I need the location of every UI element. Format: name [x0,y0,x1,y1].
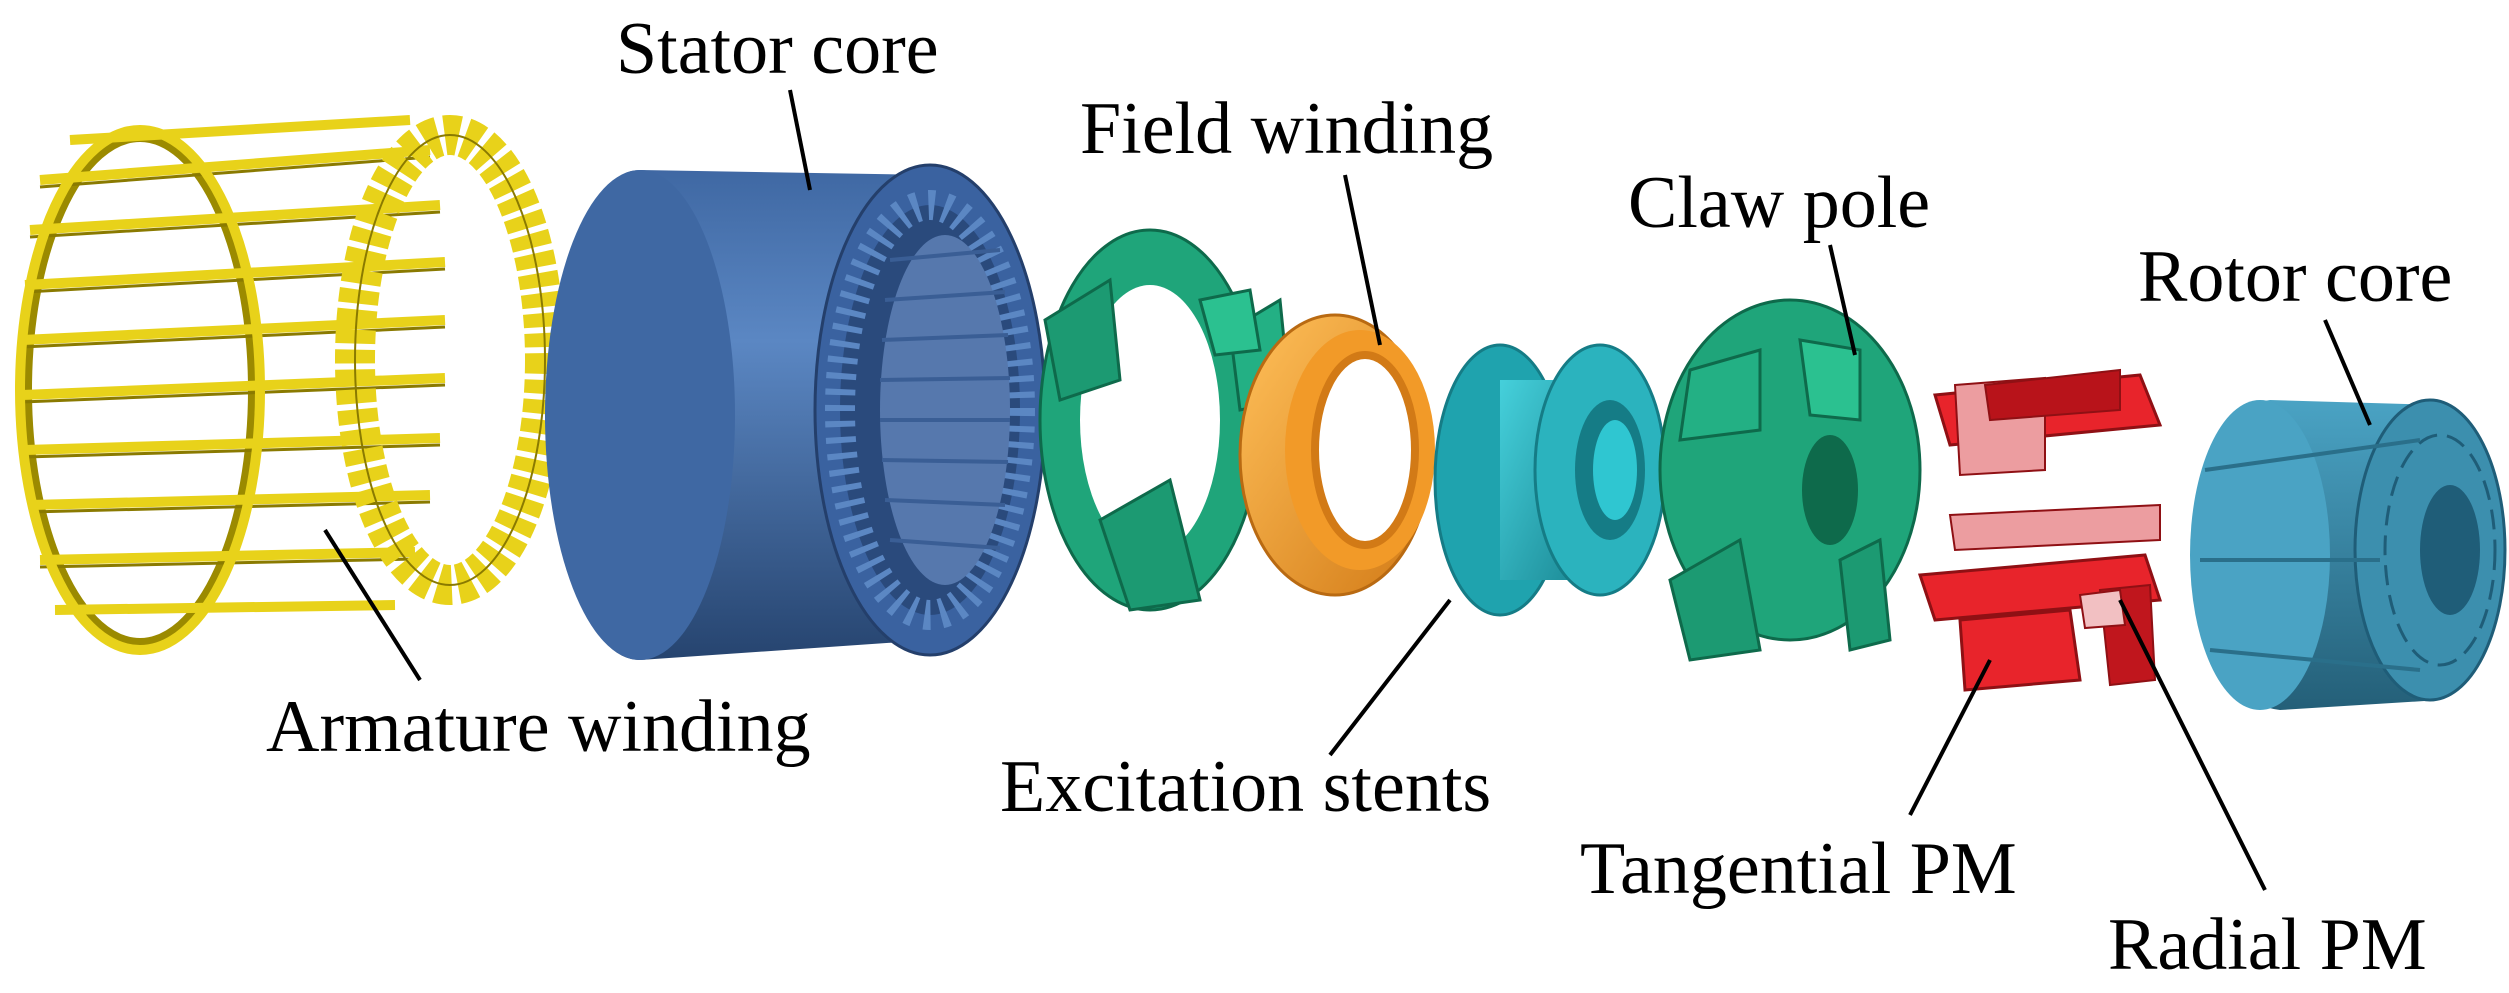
stator-core-part [545,163,1047,660]
label-stator-core: Stator core [616,8,939,90]
label-claw-pole: Claw pole [1628,162,1931,244]
field-winding-part [1238,313,1435,597]
leader-excitation [1328,598,1452,757]
leader-lines [323,89,2372,891]
leader-armature [323,528,422,682]
label-tangential-pm: Tangential PM [1580,828,2017,910]
leader-field [1343,174,1382,346]
permanent-magnets-part [1917,368,2163,692]
label-field-winding: Field winding [1080,88,1494,170]
leader-radial [2118,599,2267,891]
label-rotor-core: Rotor core [2138,236,2453,318]
leader-tangential [1908,659,1992,816]
excitation-stents-part [1433,343,1667,617]
label-radial-pm: Radial PM [2108,904,2427,986]
leader-stator [788,89,812,191]
claw-pole-right-part [1658,298,1922,662]
label-excitation-stents: Excitation stents [1000,746,1492,828]
armature-winding-part [15,115,565,655]
leader-claw [1828,244,1857,356]
rotor-core-part [2190,398,2507,710]
leader-rotor [2323,319,2372,426]
label-armature-winding: Armature winding [266,686,811,768]
claw-pole-left-part [1038,228,1292,612]
